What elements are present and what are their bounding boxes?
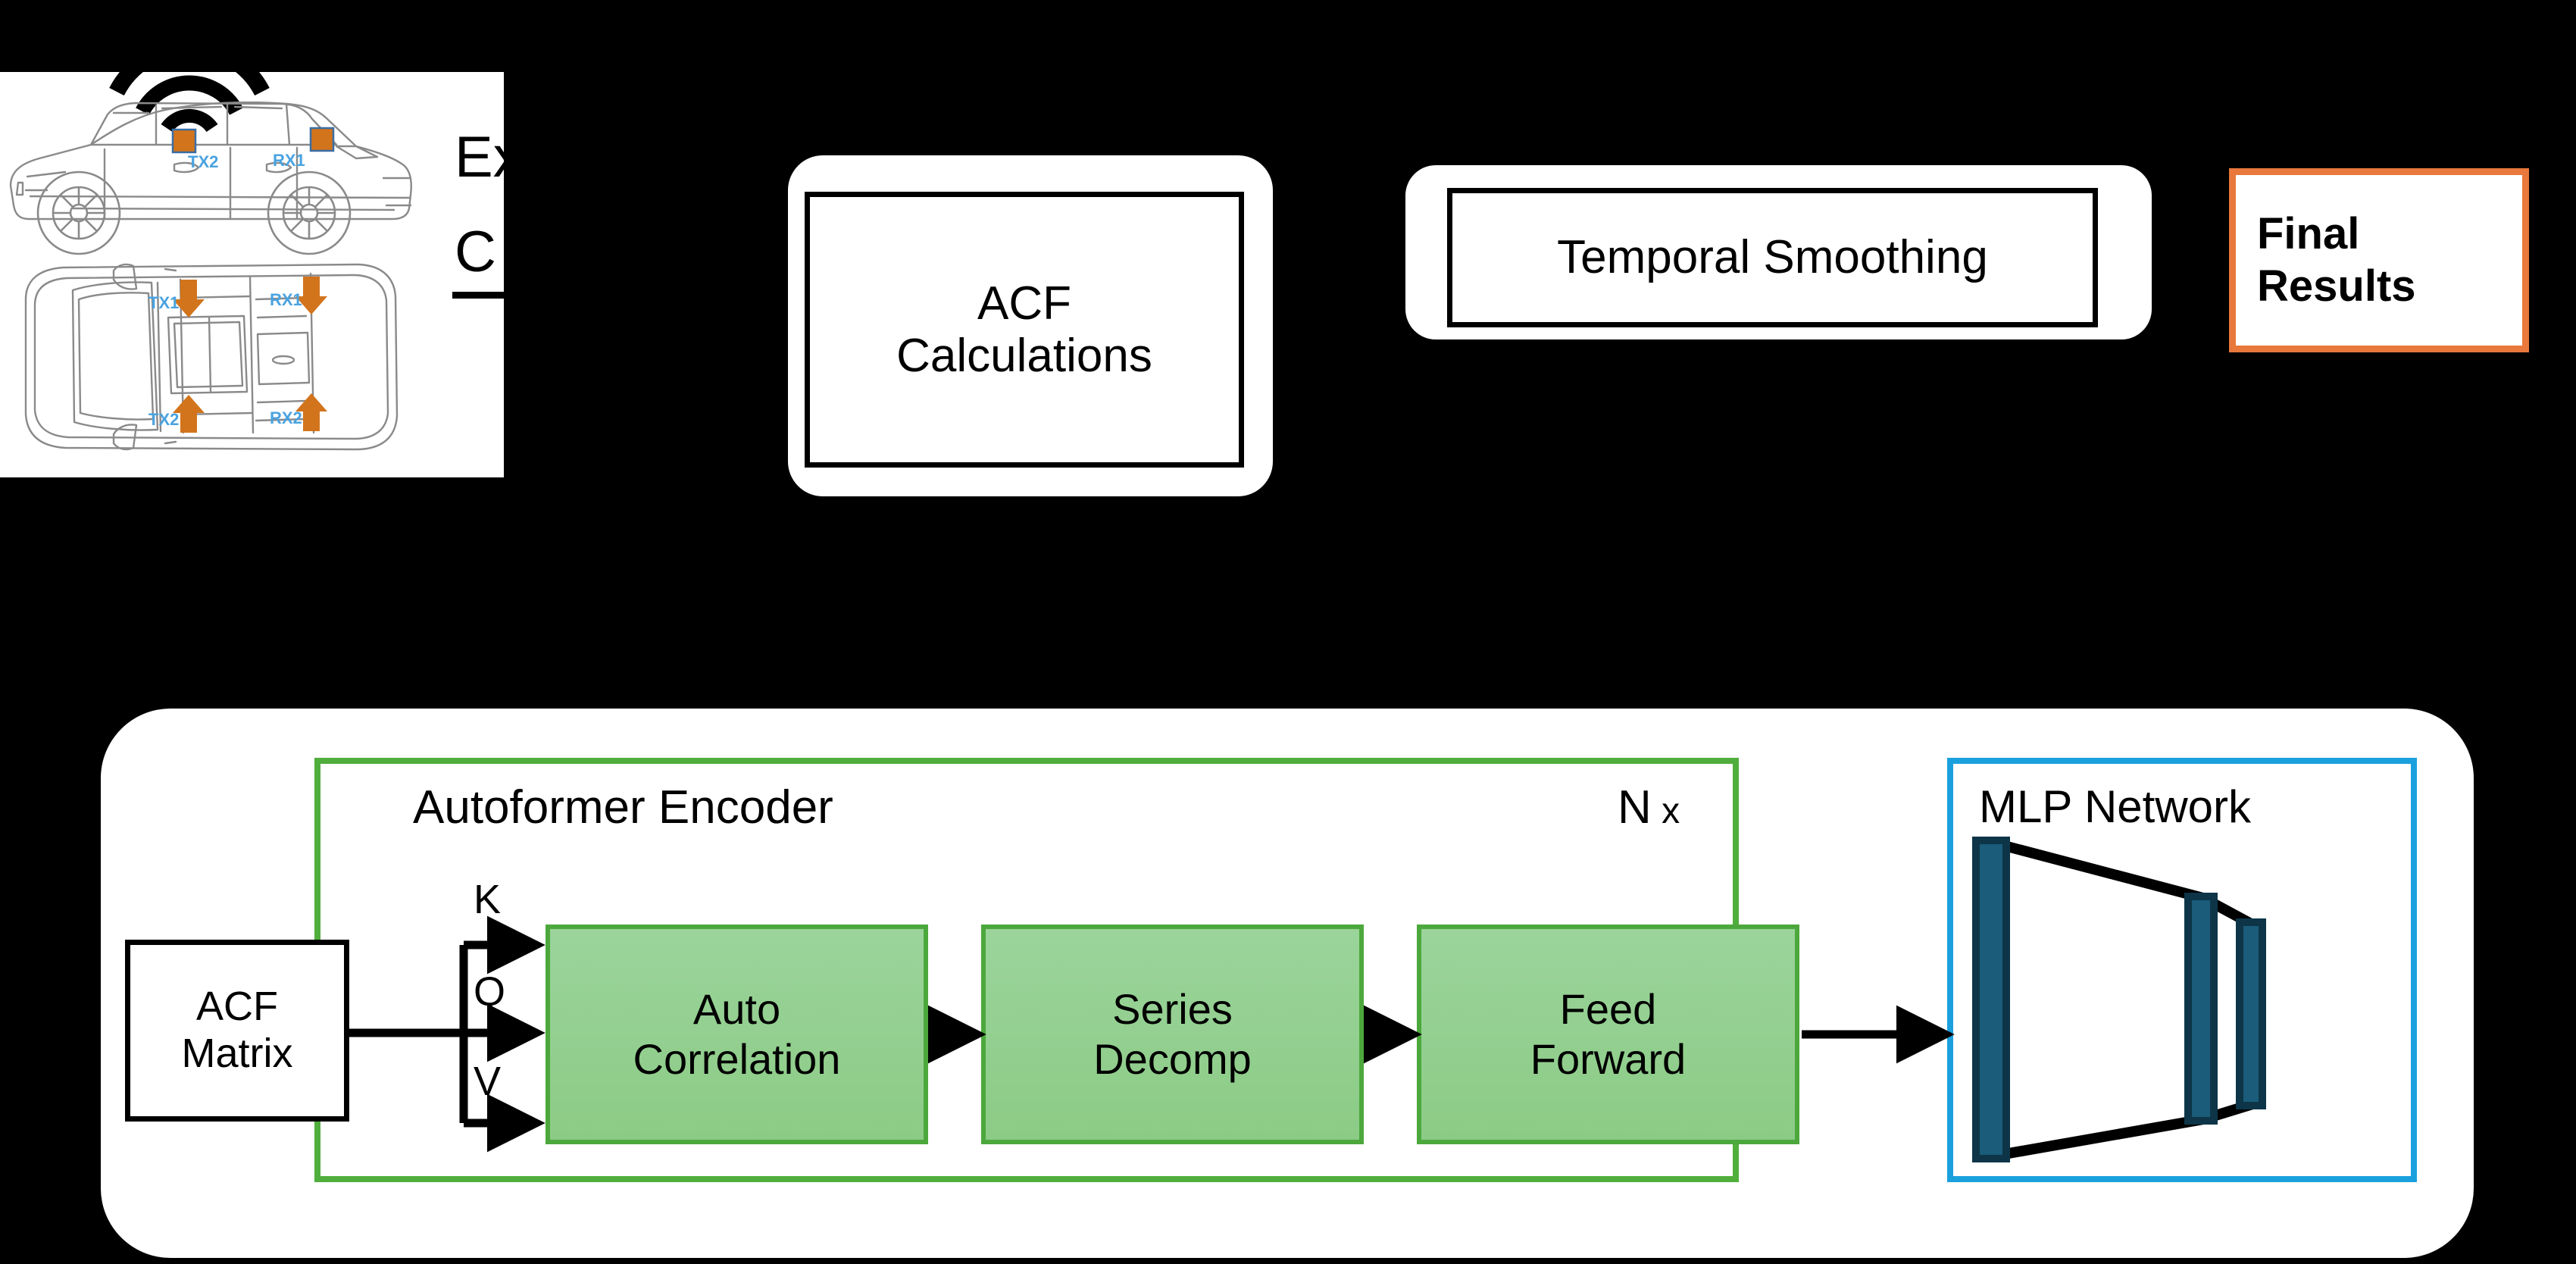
antenna-label-tx1: TX1	[148, 293, 179, 312]
mlp-network-panel	[1947, 758, 2417, 1182]
antenna-marker-group-top	[173, 277, 327, 433]
block-auto-correlation[interactable]: Auto Correlation	[546, 925, 928, 1144]
block-feed-forward-line2: Forward	[1530, 1035, 1687, 1083]
encoder-repeat-label: N x	[1618, 781, 1680, 834]
acf-calculations-line2: Calculations	[896, 330, 1152, 382]
acf-calculations-box: ACF Calculations	[805, 192, 1244, 468]
block-feed-forward-line1: Feed	[1559, 984, 1657, 1033]
antenna-label-rx1-side: RX1	[273, 151, 305, 170]
block-auto-correlation-line1: Auto	[692, 984, 781, 1033]
encoder-repeat-n: N	[1618, 781, 1652, 834]
temporal-smoothing-box: Temporal Smoothing	[1447, 188, 2098, 327]
block-auto-correlation-line2: Correlation	[633, 1035, 841, 1083]
acf-matrix-box[interactable]: ACF Matrix	[125, 940, 349, 1122]
final-results-box[interactable]: Final Results	[2229, 168, 2529, 352]
vehicle-illustration-panel: TX2 RX1	[0, 39, 522, 477]
temporal-smoothing-card[interactable]: Temporal Smoothing	[1405, 165, 2152, 339]
mlp-layer-bar-3	[2236, 918, 2266, 1109]
vehicle-side-view: TX2 RX1	[9, 101, 412, 255]
mlp-network-diagram	[1972, 837, 2266, 1162]
final-results-line2: Results	[2257, 261, 2416, 311]
vehicle-caption-line1: Ex	[455, 125, 522, 189]
antenna-label-rx2: RX2	[270, 408, 302, 427]
vehicle-top-view: TX1 RX1 TX2 RX2	[24, 263, 399, 451]
encoder-input-label-q: Q	[474, 969, 506, 1015]
wifi-waves-icon	[109, 39, 270, 133]
final-results-line1: Final	[2257, 209, 2360, 259]
acf-calculations-line1: ACF	[977, 277, 1071, 330]
antenna-label-tx2-top: TX2	[148, 410, 179, 429]
encoder-input-label-k: K	[474, 877, 502, 922]
vehicle-caption-line2: C	[455, 220, 496, 284]
mlp-network-title: MLP Network	[1979, 781, 2252, 832]
antenna-marker-tx2	[171, 128, 197, 154]
autoformer-encoder-title: Autoformer Encoder	[413, 781, 833, 834]
encoder-input-label-v: V	[474, 1059, 502, 1104]
block-series-decomp[interactable]: Series Decomp	[981, 925, 1364, 1144]
block-series-decomp-line1: Series	[1112, 984, 1233, 1033]
final-results-tick-mark	[2220, 256, 2231, 265]
acf-calculations-card[interactable]: ACF Calculations	[788, 155, 1273, 496]
vehicle-caption-underline	[452, 292, 505, 299]
acf-matrix-line2: Matrix	[181, 1031, 293, 1076]
antenna-marker-rx1	[309, 127, 335, 152]
mlp-layer-bar-1	[1972, 837, 2010, 1162]
block-series-decomp-line2: Decomp	[1093, 1035, 1252, 1083]
mlp-layer-bar-2	[2184, 893, 2218, 1125]
antenna-label-rx1-top: RX1	[270, 290, 302, 309]
antenna-label-tx2: TX2	[188, 152, 218, 171]
temporal-smoothing-label: Temporal Smoothing	[1557, 231, 1988, 284]
block-feed-forward[interactable]: Feed Forward	[1417, 925, 1799, 1144]
acf-matrix-line1: ACF	[196, 984, 278, 1030]
encoder-repeat-x: x	[1651, 791, 1680, 831]
